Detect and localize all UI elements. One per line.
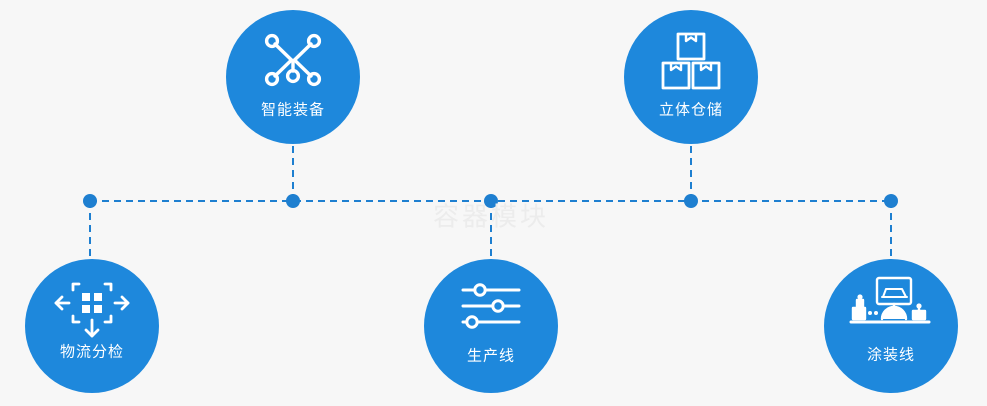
node-circle-stereo-warehouse[interactable] (624, 10, 758, 144)
sliders-icon (461, 283, 521, 329)
junction-dot-production-line[interactable] (484, 194, 498, 208)
junction-dot-logistics-sorting[interactable] (83, 194, 97, 208)
junction-dot-stereo-warehouse[interactable] (684, 194, 698, 208)
network-nodes-icon (264, 33, 322, 87)
node-label-smart-equipment: 智能装备 (260, 101, 326, 119)
watermark-text: 容器模块 (432, 201, 550, 232)
paint-booth-icon (849, 276, 931, 324)
node-circle-painting-line[interactable] (824, 259, 958, 393)
junction-dot-painting-line[interactable] (884, 194, 898, 208)
sorting-arrows-icon (54, 282, 130, 338)
stacked-boxes-icon (661, 32, 721, 90)
node-label-stereo-warehouse: 立体仓储 (658, 101, 724, 119)
node-circle-production-line[interactable] (424, 259, 558, 393)
junction-dot-group (83, 194, 898, 208)
node-circle-smart-equipment[interactable] (226, 10, 360, 144)
junction-dot-smart-equipment[interactable] (286, 194, 300, 208)
node-label-production-line: 生产线 (466, 347, 516, 365)
node-label-painting-line: 涂装线 (866, 346, 916, 364)
node-circle-group (25, 10, 958, 393)
node-label-logistics-sorting: 物流分检 (59, 343, 125, 361)
